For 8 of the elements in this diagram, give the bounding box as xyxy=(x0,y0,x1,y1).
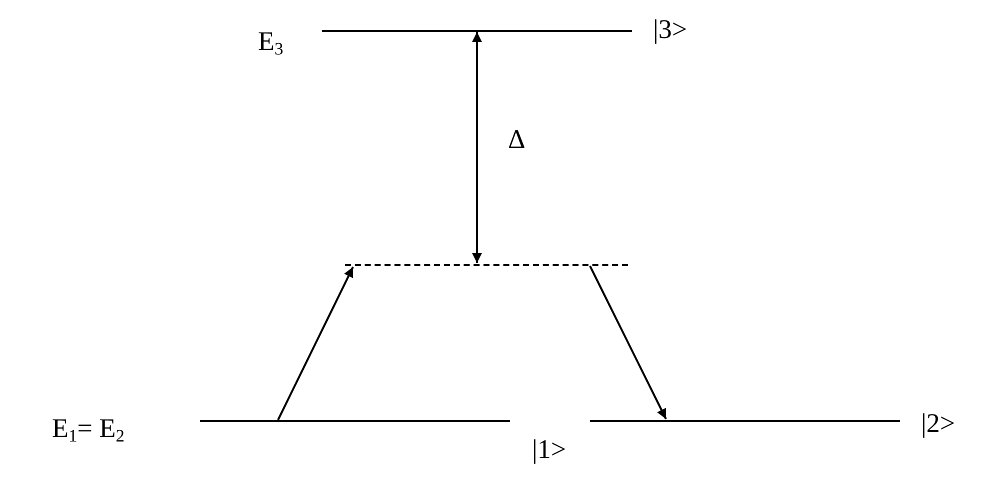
level-label: |2> xyxy=(921,410,956,437)
arrow xyxy=(472,32,482,263)
level-label: |3> xyxy=(653,16,688,43)
arrow xyxy=(589,266,667,420)
arrow xyxy=(277,266,354,420)
energy-label: E$_{1}$= E$_{2}$ xyxy=(52,415,125,442)
level-label: |1> xyxy=(532,436,566,463)
level-label: E$_{3}$ xyxy=(258,28,284,55)
